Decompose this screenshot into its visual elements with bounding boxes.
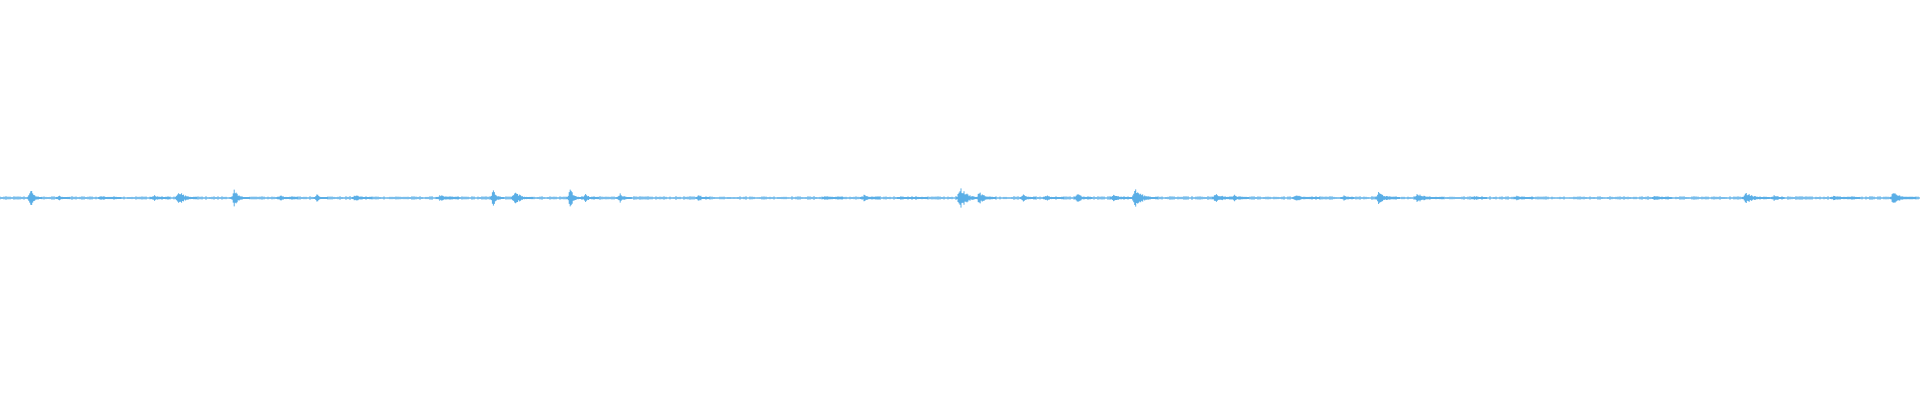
waveform-burst bbox=[98, 196, 122, 200]
waveform-burst bbox=[695, 195, 710, 201]
waveform-burst bbox=[175, 193, 198, 203]
waveform-burst bbox=[1413, 194, 1445, 202]
waveform-burst bbox=[511, 192, 534, 204]
waveform-burst bbox=[582, 194, 600, 202]
waveform-burst bbox=[860, 194, 880, 202]
waveform-burst bbox=[1231, 194, 1250, 202]
waveform-burst bbox=[27, 191, 43, 205]
waveform-burst bbox=[1131, 189, 1159, 207]
waveform-burst bbox=[1889, 193, 1917, 203]
waveform-burst bbox=[1019, 194, 1036, 202]
waveform-burst bbox=[1073, 194, 1093, 202]
waveform-burst bbox=[1651, 196, 1672, 200]
waveform-burst bbox=[897, 196, 928, 200]
waveform-burst bbox=[1741, 193, 1770, 203]
waveform-burst bbox=[230, 189, 250, 207]
waveform-burst bbox=[566, 189, 582, 207]
waveform-burst bbox=[975, 192, 996, 204]
waveform-burst bbox=[436, 195, 460, 201]
waveform-burst bbox=[1042, 195, 1064, 201]
waveform-burst bbox=[1340, 195, 1355, 201]
waveform-burst bbox=[1830, 195, 1861, 201]
waveform-burst bbox=[1292, 195, 1320, 201]
waveform-burst bbox=[1471, 196, 1488, 200]
waveform-burst bbox=[313, 194, 329, 202]
waveform-burst bbox=[489, 190, 504, 206]
waveform-burst bbox=[276, 195, 298, 201]
waveform-burst bbox=[616, 193, 632, 203]
waveform-burst bbox=[1375, 192, 1401, 204]
waveform-burst bbox=[56, 195, 70, 201]
waveform-burst bbox=[1770, 195, 1785, 201]
waveform-burst bbox=[150, 195, 171, 201]
waveform-burst bbox=[822, 196, 844, 200]
waveform-burst bbox=[351, 195, 373, 201]
waveform-bursts bbox=[0, 188, 1919, 208]
waveform-noise bbox=[0, 196, 1919, 200]
waveform-burst bbox=[1513, 195, 1534, 201]
